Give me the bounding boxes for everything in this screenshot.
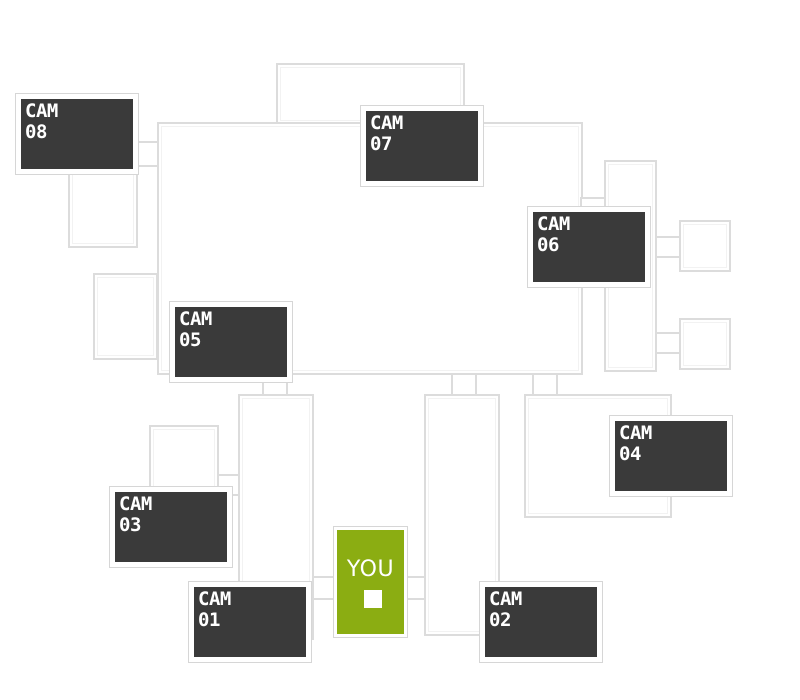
cam-04-button[interactable]: CAM 04 (610, 416, 732, 496)
cam-01-label: CAM 01 (198, 588, 231, 631)
you-label: YOU (346, 557, 395, 582)
cam-03-button[interactable]: CAM 03 (110, 487, 232, 567)
room-left-middle (93, 273, 158, 360)
connector-office-west (312, 576, 336, 600)
connector-office-east (404, 576, 426, 600)
cam-07-label: CAM 07 (370, 112, 403, 155)
connector-cam08 (135, 141, 159, 167)
connector-closet-bottom (655, 332, 681, 354)
cam-02-label: CAM 02 (489, 588, 522, 631)
cam-05-label: CAM 05 (179, 308, 212, 351)
room-right-closet-bottom (679, 318, 731, 370)
cam-03-label: CAM 03 (119, 493, 152, 536)
room-upper-left (68, 168, 138, 248)
player-marker-icon (364, 590, 382, 608)
cam-07-button[interactable]: CAM 07 (361, 106, 483, 186)
cam-01-button[interactable]: CAM 01 (189, 582, 311, 662)
cam-06-label: CAM 06 (537, 213, 570, 256)
cam-04-label: CAM 04 (619, 422, 652, 465)
cam-05-button[interactable]: CAM 05 (170, 302, 292, 382)
cam-06-button[interactable]: CAM 06 (528, 207, 650, 287)
cam-02-button[interactable]: CAM 02 (480, 582, 602, 662)
connector-closet-top (655, 236, 681, 258)
room-right-closet-top (679, 220, 731, 272)
cam-08-label: CAM 08 (25, 100, 58, 143)
player-office: YOU (334, 527, 407, 637)
cam-08-button[interactable]: CAM 08 (16, 94, 138, 174)
